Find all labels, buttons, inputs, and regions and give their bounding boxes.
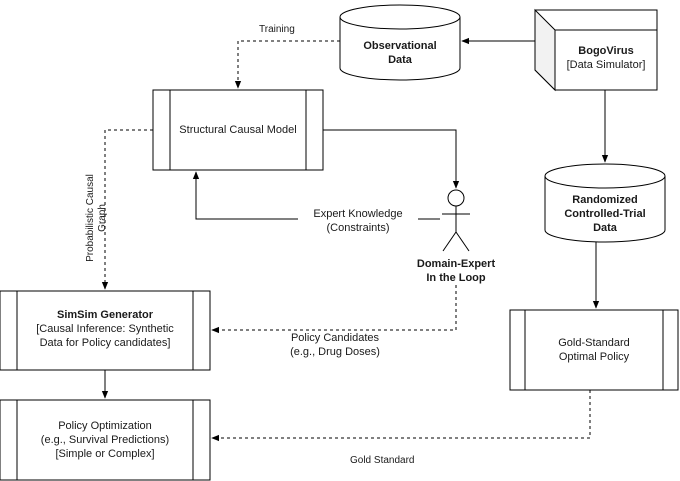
policy-candidates-line1: Policy Candidates [290, 332, 380, 344]
domain-expert-label: Domain-Expert In the Loop [405, 256, 507, 286]
edge-label-gold-standard: Gold Standard [350, 455, 415, 466]
simsim-generator-title: SimSim Generator [57, 309, 153, 321]
rct-data-label: Randomized Controlled-Trial Data [545, 190, 665, 238]
edge-training [234, 40, 340, 89]
edge-label-policy-candidates: Policy Candidates (e.g., Drug Doses) [272, 330, 398, 360]
gold-policy-line1: Gold-Standard [558, 337, 630, 349]
simsim-generator-label: SimSim Generator [Causal Inference: Synt… [17, 294, 193, 364]
bogovirus-label: BogoVirus [Data Simulator] [555, 38, 657, 78]
domain-expert-line1: Domain-Expert [416, 258, 496, 270]
policy-optimization-line1: Policy Optimization [58, 420, 152, 432]
edge-scm-to-expert [323, 129, 460, 189]
bogovirus-subtitle: [Data Simulator] [566, 59, 646, 71]
policy-optimization-node [0, 399, 211, 481]
bogovirus-title: BogoVirus [578, 45, 634, 57]
rct-data-line2: Controlled-Trial [564, 208, 646, 220]
expert-knowledge-line1: Expert Knowledge [313, 208, 403, 220]
gold-policy-line2: Optimal Policy [558, 351, 630, 363]
observational-data-line1: Observational [363, 40, 437, 52]
edge-gold-standard [211, 390, 591, 442]
observational-data-node [339, 4, 461, 81]
policy-optimization-line2: (e.g., Survival Predictions) [40, 434, 170, 446]
edge-label-expert-knowledge: Expert Knowledge (Constraints) [298, 206, 418, 236]
domain-expert-actor-icon [442, 189, 470, 252]
rct-data-line1: Randomized [572, 194, 638, 206]
simsim-generator-line1: [Causal Inference: Synthetic [36, 323, 174, 335]
gold-standard-policy-node [509, 309, 679, 391]
rct-data-node [544, 163, 666, 243]
edge-label-causal-graph: Probabilistic Causal Graph [85, 163, 109, 273]
gold-standard-policy-label: Gold-Standard Optimal Policy [525, 310, 663, 390]
domain-expert-line2: In the Loop [426, 272, 486, 284]
policy-optimization-line3: [Simple or Complex] [55, 448, 155, 460]
simsim-generator-line2: Data for Policy candidates] [39, 337, 171, 349]
scm-label-text: Structural Causal Model [179, 124, 297, 136]
edge-policy-candidates [211, 285, 457, 334]
rct-data-line3: Data [593, 222, 617, 234]
causal-graph-line1: Probabilistic Causal [85, 174, 96, 262]
structural-causal-model-label: Structural Causal Model [170, 90, 306, 170]
edge-label-training: Training [258, 22, 296, 37]
edge-causal-graph [101, 129, 153, 290]
policy-candidates-line2: (e.g., Drug Doses) [290, 346, 380, 358]
observational-data-label: Observational Data [340, 32, 460, 74]
policy-optimization-label: Policy Optimization (e.g., Survival Pred… [17, 400, 193, 480]
expert-knowledge-line2: (Constraints) [326, 222, 390, 234]
bogovirus-node [534, 8, 658, 92]
simsim-generator-node [0, 290, 211, 371]
observational-data-line2: Data [388, 54, 412, 66]
structural-causal-model-node [152, 89, 324, 171]
causal-graph-line2: Graph [97, 204, 108, 232]
